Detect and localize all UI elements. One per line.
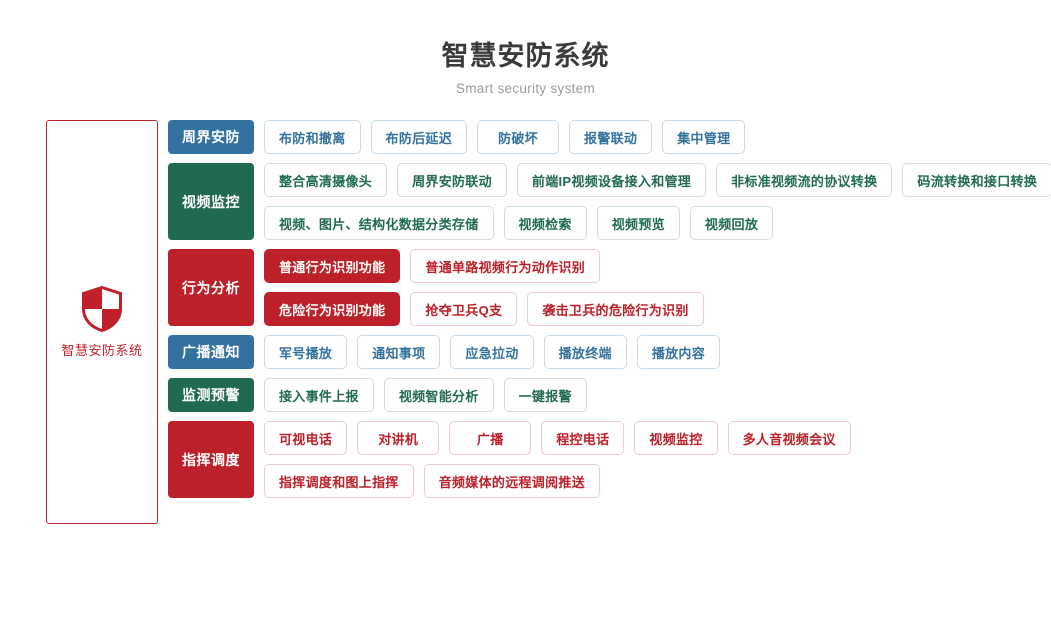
item-line: 指挥调度和图上指挥音频媒体的远程调阅推送 (264, 464, 1051, 499)
item-line: 危险行为识别功能抢夺卫兵Q支袭击卫兵的危险行为识别 (264, 292, 1051, 327)
category-row: 监测预警接入事件上报视频智能分析一键报警 (168, 378, 1051, 413)
feature-chip[interactable]: 抢夺卫兵Q支 (410, 292, 518, 327)
feature-chip[interactable]: 袭击卫兵的危险行为识别 (527, 292, 704, 327)
brand-panel: 智慧安防系统 (46, 120, 158, 525)
category-label[interactable]: 周界安防 (168, 120, 254, 155)
feature-chip[interactable]: 视频预览 (596, 206, 680, 241)
feature-chip[interactable]: 普通单路视频行为动作识别 (410, 249, 601, 284)
feature-chip[interactable]: 报警联动 (569, 120, 653, 155)
feature-chip[interactable]: 普通行为识别功能 (264, 249, 401, 284)
item-line: 布防和撤离布防后延迟防破坏报警联动集中管理 (264, 120, 1051, 155)
item-line: 普通行为识别功能普通单路视频行为动作识别 (264, 249, 1051, 284)
feature-chip[interactable]: 对讲机 (357, 421, 440, 456)
feature-chip[interactable]: 程控电话 (541, 421, 625, 456)
category-items: 整合高清摄像头周界安防联动前端IP视频设备接入和管理非标准视频流的协议转换码流转… (264, 163, 1051, 241)
category-items: 布防和撤离布防后延迟防破坏报警联动集中管理 (264, 120, 1051, 155)
page-subtitle: Smart security system (455, 81, 596, 97)
page-header: 智慧安防系统 Smart security system (0, 0, 1051, 96)
category-row: 指挥调度可视电话对讲机广播程控电话视频监控多人音视频会议指挥调度和图上指挥音频媒… (168, 421, 1051, 499)
feature-chip[interactable]: 码流转换和接口转换 (902, 163, 1051, 198)
feature-chip[interactable]: 接入事件上报 (264, 378, 374, 413)
item-line: 整合高清摄像头周界安防联动前端IP视频设备接入和管理非标准视频流的协议转换码流转… (264, 163, 1051, 198)
item-line: 视频、图片、结构化数据分类存储视频检索视频预览视频回放 (264, 206, 1051, 241)
feature-chip[interactable]: 应急拉动 (450, 335, 534, 370)
category-row: 视频监控整合高清摄像头周界安防联动前端IP视频设备接入和管理非标准视频流的协议转… (168, 163, 1051, 241)
feature-chip[interactable]: 周界安防联动 (397, 163, 507, 198)
shield-icon (81, 285, 123, 332)
feature-chip[interactable]: 非标准视频流的协议转换 (716, 163, 893, 198)
page-title: 智慧安防系统 (441, 41, 610, 71)
feature-chip[interactable]: 广播 (449, 421, 532, 456)
category-items: 军号播放通知事项应急拉动播放终端播放内容 (264, 335, 1051, 370)
feature-chip[interactable]: 视频回放 (689, 206, 774, 241)
feature-chip[interactable]: 防破坏 (477, 120, 560, 155)
item-line: 可视电话对讲机广播程控电话视频监控多人音视频会议 (264, 421, 1051, 456)
capability-diagram: 智慧安防系统 周界安防布防和撤离布防后延迟防破坏报警联动集中管理视频监控整合高清… (0, 120, 1051, 525)
category-row: 行为分析普通行为识别功能普通单路视频行为动作识别危险行为识别功能抢夺卫兵Q支袭击… (168, 249, 1051, 327)
feature-chip[interactable]: 视频检索 (503, 206, 587, 241)
item-line: 接入事件上报视频智能分析一键报警 (264, 378, 1051, 413)
category-items: 可视电话对讲机广播程控电话视频监控多人音视频会议指挥调度和图上指挥音频媒体的远程… (264, 421, 1051, 499)
feature-chip[interactable]: 整合高清摄像头 (264, 163, 388, 198)
feature-chip[interactable]: 一键报警 (503, 378, 587, 413)
category-label[interactable]: 指挥调度 (168, 421, 254, 499)
category-row: 广播通知军号播放通知事项应急拉动播放终端播放内容 (168, 335, 1051, 370)
category-items: 普通行为识别功能普通单路视频行为动作识别危险行为识别功能抢夺卫兵Q支袭击卫兵的危… (264, 249, 1051, 327)
category-items: 接入事件上报视频智能分析一键报警 (264, 378, 1051, 413)
feature-chip[interactable]: 视频监控 (634, 421, 718, 456)
category-label[interactable]: 广播通知 (168, 335, 254, 370)
feature-chip[interactable]: 通知事项 (357, 335, 441, 370)
feature-chip[interactable]: 集中管理 (662, 120, 746, 155)
feature-chip[interactable]: 危险行为识别功能 (264, 292, 401, 327)
feature-chip[interactable]: 布防和撤离 (264, 120, 361, 155)
feature-chip[interactable]: 军号播放 (264, 335, 348, 370)
feature-chip[interactable]: 视频智能分析 (383, 378, 494, 413)
feature-chip[interactable]: 视频、图片、结构化数据分类存储 (264, 206, 494, 241)
feature-chip[interactable]: 播放内容 (636, 335, 721, 370)
feature-chip[interactable]: 指挥调度和图上指挥 (264, 464, 414, 499)
feature-chip[interactable]: 可视电话 (264, 421, 348, 456)
feature-chip[interactable]: 布防后延迟 (370, 120, 468, 155)
category-row: 周界安防布防和撤离布防后延迟防破坏报警联动集中管理 (168, 120, 1051, 155)
feature-chip[interactable]: 多人音视频会议 (727, 421, 851, 456)
category-label[interactable]: 视频监控 (168, 163, 254, 241)
feature-chip[interactable]: 前端IP视频设备接入和管理 (516, 163, 707, 198)
brand-label: 智慧安防系统 (61, 342, 143, 358)
item-line: 军号播放通知事项应急拉动播放终端播放内容 (264, 335, 1051, 370)
category-label[interactable]: 监测预警 (168, 378, 254, 413)
feature-chip[interactable]: 音频媒体的远程调阅推送 (423, 464, 601, 499)
category-rows: 周界安防布防和撤离布防后延迟防破坏报警联动集中管理视频监控整合高清摄像头周界安防… (168, 120, 1051, 499)
category-label[interactable]: 行为分析 (168, 249, 254, 327)
feature-chip[interactable]: 播放终端 (543, 335, 627, 370)
